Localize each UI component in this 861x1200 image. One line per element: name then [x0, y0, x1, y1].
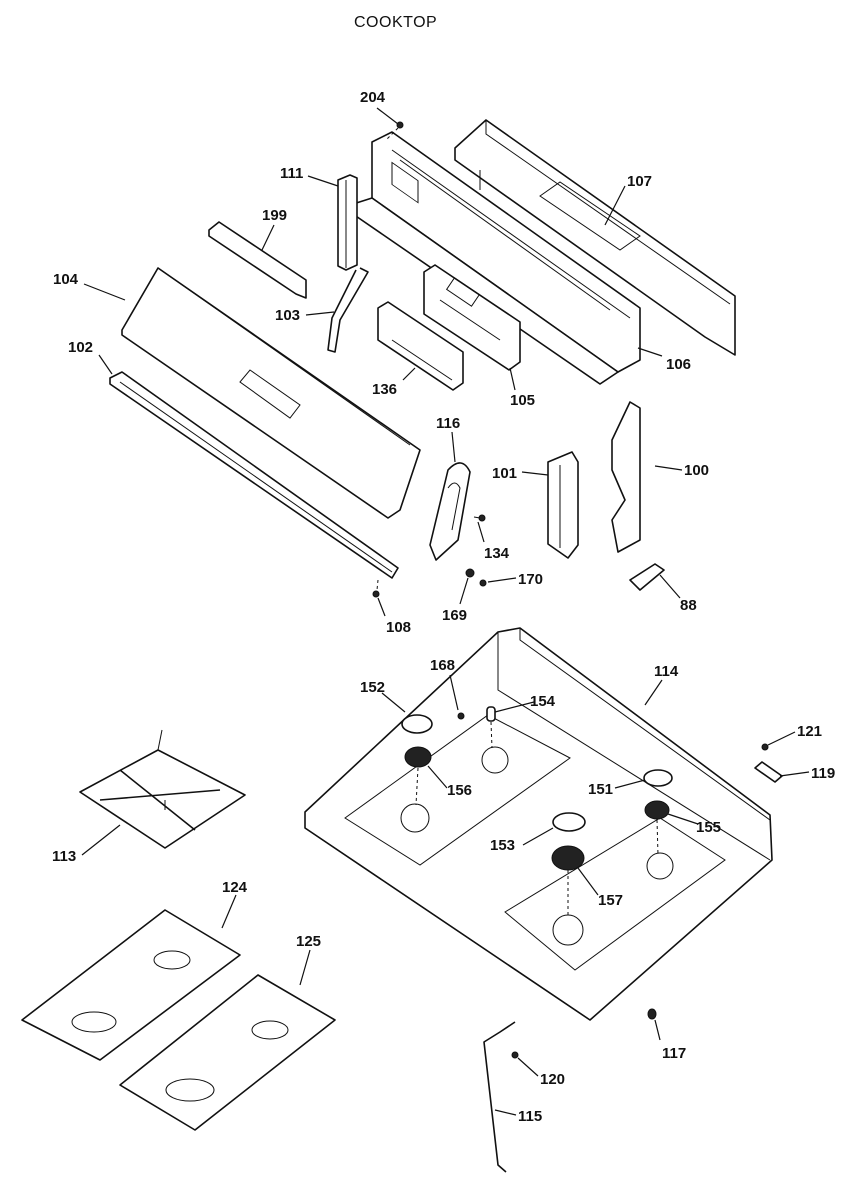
callout-168: 168 [430, 657, 455, 674]
callout-204: 204 [360, 89, 386, 106]
part-134-screw [473, 514, 486, 522]
callout-121: 121 [797, 723, 822, 740]
callout-136: 136 [372, 381, 397, 398]
part-113-grate [79, 729, 246, 849]
callout-152: 152 [360, 679, 385, 696]
part-111-bracket [337, 174, 358, 271]
part-101-bracket [547, 451, 579, 559]
callout-125: 125 [296, 933, 321, 950]
callout-154: 154 [530, 693, 556, 710]
callout-107: 107 [627, 173, 652, 190]
callout-108: 108 [386, 619, 411, 636]
part-157-burner-head [551, 845, 585, 915]
callout-100: 100 [684, 462, 709, 479]
callout-116: 116 [436, 415, 460, 432]
callout-114: 114 [654, 663, 679, 680]
callout-103: 103 [275, 307, 300, 324]
callout-113: 113 [52, 848, 76, 865]
part-151-burner-cap [643, 769, 673, 787]
callout-88: 88 [680, 597, 697, 614]
part-125-drip-pan [119, 974, 336, 1131]
callout-101: 101 [492, 465, 517, 482]
part-121-screw [761, 743, 769, 751]
part-169-nut [465, 568, 475, 578]
part-116-end-cap [429, 462, 471, 561]
part-88-clip [629, 563, 665, 591]
leader-lines [81, 107, 810, 1116]
part-152-burner-cap [401, 714, 433, 734]
callout-117: 117 [662, 1045, 686, 1062]
callout-157: 157 [598, 892, 623, 909]
callout-199: 199 [262, 207, 287, 224]
part-120-screw [511, 1051, 519, 1059]
callout-120: 120 [540, 1071, 565, 1088]
callout-106: 106 [666, 356, 691, 373]
part-124-drip-pan [21, 909, 241, 1061]
part-117-foot [647, 1008, 657, 1020]
callout-170: 170 [518, 571, 543, 588]
part-136-control-overlay [377, 301, 464, 391]
part-170-screw [479, 579, 487, 587]
part-154-igniter [486, 706, 496, 749]
part-204-screw [385, 121, 404, 141]
callout-124: 124 [222, 879, 248, 896]
callout-115: 115 [518, 1108, 542, 1125]
part-119-bracket [754, 761, 783, 783]
callout-105: 105 [510, 392, 535, 409]
callout-111: 111 [280, 165, 303, 182]
callout-134: 134 [484, 545, 510, 562]
part-106-back-panel [349, 131, 641, 385]
part-104-control-panel [121, 267, 421, 519]
part-115-rod [483, 1021, 516, 1173]
callout-153: 153 [490, 837, 515, 854]
part-168-retainer [457, 712, 465, 720]
part-153-burner-cap [552, 812, 586, 832]
callout-155: 155 [696, 819, 721, 836]
part-108-screw [372, 579, 380, 598]
callout-119: 119 [811, 765, 835, 782]
part-105-control-board [423, 264, 521, 371]
part-103-rod [327, 267, 369, 353]
callout-102: 102 [68, 339, 93, 356]
part-155-burner-head [644, 800, 670, 856]
part-100-side-panel [611, 401, 641, 553]
part-199-trim [208, 221, 307, 299]
part-156-burner-head [404, 746, 432, 806]
callout-156: 156 [447, 782, 472, 799]
callout-169: 169 [442, 607, 467, 624]
part-102-lower-trim [109, 371, 399, 579]
callout-151: 151 [588, 781, 613, 798]
callout-104: 104 [53, 271, 79, 288]
callout-labels: 204 111 107 199 104 103 102 136 105 106 … [52, 89, 835, 1125]
diagram-title: COOKTOP [354, 14, 437, 31]
part-107-backguard-cover [454, 119, 736, 356]
